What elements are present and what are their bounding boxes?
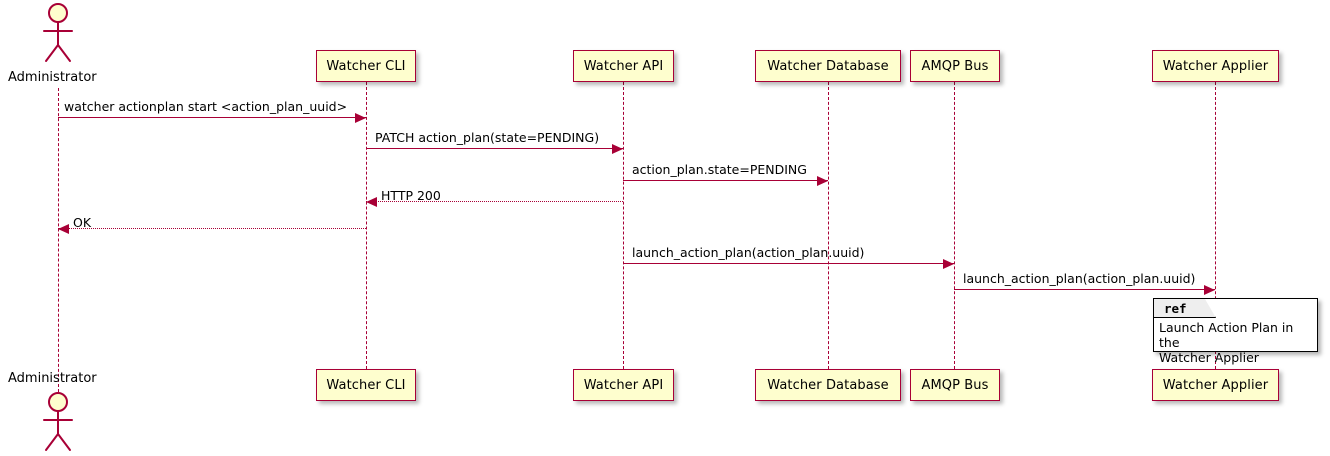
actor-administrator-top — [36, 2, 80, 64]
message-http-200-line — [366, 201, 623, 202]
message-launch-action-plan-bus-to-applier-line — [954, 289, 1215, 290]
message-ok-line — [58, 228, 366, 229]
message-launch-action-plan-api-to-bus-arrowhead — [943, 259, 954, 269]
message-launch-action-plan-bus-to-applier-arrowhead — [1204, 285, 1215, 295]
message-ok-arrowhead — [58, 224, 69, 234]
message-launch-action-plan-api-to-bus-line — [623, 263, 954, 264]
lifeline-amqp-bus — [954, 82, 955, 369]
lifeline-watcher-api — [623, 82, 624, 369]
message-http-200-arrowhead — [366, 197, 377, 207]
actor-administrator-bottom — [36, 391, 80, 453]
lifeline-watcher-applier — [1215, 82, 1216, 369]
message-patch-action-plan-arrowhead — [612, 144, 623, 154]
message-action-plan-state-pending-arrowhead — [817, 176, 828, 186]
message-watcher-actionplan-start-arrowhead — [355, 113, 366, 123]
message-watcher-actionplan-start-line — [58, 117, 366, 118]
message-patch-action-plan-label: PATCH action_plan(state=PENDING) — [375, 130, 600, 145]
ref-tab-label: ref — [1154, 299, 1216, 318]
actor-label-administrator-top: Administrator — [8, 70, 97, 85]
lifeline-watcher-database — [828, 82, 829, 369]
participant-watcher-cli-bottom[interactable]: Watcher CLI — [316, 369, 416, 401]
participant-amqp-bus-top[interactable]: AMQP Bus — [910, 50, 1000, 82]
actor-label-administrator-bottom: Administrator — [8, 371, 97, 386]
participant-watcher-cli-top[interactable]: Watcher CLI — [316, 50, 416, 82]
message-launch-action-plan-api-to-bus-label: launch_action_plan(action_plan.uuid) — [632, 245, 865, 260]
message-watcher-actionplan-start-label: watcher actionplan start <action_plan_uu… — [64, 99, 348, 114]
lifeline-administrator — [58, 88, 59, 402]
participant-watcher-applier-top[interactable]: Watcher Applier — [1152, 50, 1279, 82]
message-http-200-label: HTTP 200 — [381, 188, 441, 203]
participant-amqp-bus-bottom[interactable]: AMQP Bus — [910, 369, 1000, 401]
message-action-plan-state-pending-line — [623, 180, 828, 181]
lifeline-watcher-cli — [366, 82, 367, 369]
message-launch-action-plan-bus-to-applier-label: launch_action_plan(action_plan.uuid) — [963, 271, 1196, 286]
message-patch-action-plan-line — [366, 148, 623, 149]
participant-watcher-api-bottom[interactable]: Watcher API — [573, 369, 674, 401]
participant-watcher-database-top[interactable]: Watcher Database — [755, 50, 901, 82]
participant-watcher-applier-bottom[interactable]: Watcher Applier — [1152, 369, 1279, 401]
participant-watcher-database-bottom[interactable]: Watcher Database — [755, 369, 901, 401]
participant-watcher-api-top[interactable]: Watcher API — [573, 50, 674, 82]
ref-body-text: Launch Action Plan in the Watcher Applie… — [1159, 320, 1294, 365]
message-ok-label: OK — [73, 215, 92, 230]
message-action-plan-state-pending-label: action_plan.state=PENDING — [632, 162, 807, 177]
